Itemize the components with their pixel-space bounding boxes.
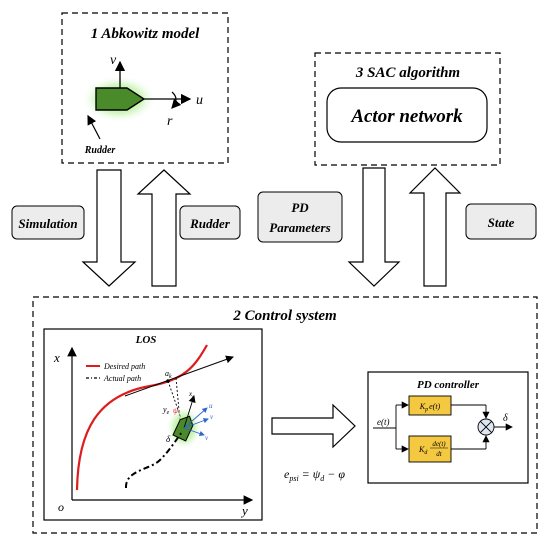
label-delta: δ xyxy=(166,434,171,444)
label-parameters-text: Parameters xyxy=(269,220,330,235)
pd-output-label: δ xyxy=(503,413,508,424)
pd-input-label: e(t) xyxy=(377,417,390,427)
label-simulation-text: Simulation xyxy=(18,216,77,231)
axis-v-label: v xyxy=(110,53,117,68)
label-u: u xyxy=(209,402,213,410)
axis-u-label: u xyxy=(196,93,203,108)
label-ak: ak xyxy=(165,369,172,380)
summing-junction-icon xyxy=(477,418,495,436)
pd-controller-panel: PD controller e(t) Kpe(t) Kd de(t) dt xyxy=(367,371,529,484)
pd-controller-title: PD controller xyxy=(417,379,480,391)
desired-path xyxy=(75,344,208,491)
los-title: LOS xyxy=(135,334,157,346)
kp-block xyxy=(408,395,452,416)
kd-numerator: de(t) xyxy=(432,440,446,448)
los-plot-panel: LOS x y o Desired path Actual path ak ye xyxy=(43,328,263,521)
label-xe: xe xyxy=(188,390,195,400)
label-v: v xyxy=(205,434,209,442)
sac-title: 3 SAC algorithm xyxy=(355,65,460,81)
los-x-label: x xyxy=(53,350,60,365)
label-pd-parameters: PD Parameters xyxy=(257,191,343,243)
control-system-box: 2 Control system xyxy=(32,296,538,534)
block-arrow-state-up xyxy=(408,167,462,287)
block-arrow-rudder-up xyxy=(136,169,192,287)
label-ye: ye xyxy=(162,405,170,416)
kd-block xyxy=(408,435,452,463)
block-arrow-simulation-down xyxy=(81,169,137,287)
label-vs: v xyxy=(210,413,214,421)
kd-denominator: dt xyxy=(436,450,443,458)
label-pd-text: PD xyxy=(291,200,309,215)
error-formula: epsi = ψd − φ xyxy=(284,467,345,483)
block-arrow-to-pd xyxy=(271,403,356,449)
label-psi: ψ xyxy=(173,406,179,415)
block-arrow-pd-params-down xyxy=(347,167,401,287)
legend-actual: Actual path xyxy=(103,374,141,383)
label-simulation: Simulation xyxy=(11,205,85,240)
abkowitz-model-box: 1 Abkowitz model v u r Rudder xyxy=(61,12,229,164)
axis-r-label: r xyxy=(167,114,173,129)
label-state-text: State xyxy=(488,215,515,230)
vessel-shape xyxy=(95,87,146,111)
los-origin-label: o xyxy=(58,500,64,514)
control-title: 2 Control system xyxy=(232,308,336,324)
label-state: State xyxy=(465,203,537,240)
actor-network-block xyxy=(326,87,488,143)
legend-desired: Desired path xyxy=(103,362,145,371)
rudder-label: Rudder xyxy=(84,145,116,156)
kp-block-label: Kpe(t) xyxy=(419,402,441,413)
yaw-arc-icon xyxy=(171,91,182,109)
los-y-label: y xyxy=(240,503,248,518)
los-vessel-shape xyxy=(172,415,194,442)
sac-algorithm-box: 3 SAC algorithm Actor network xyxy=(314,52,501,166)
label-rudder-text: Rudder xyxy=(189,216,231,231)
kd-gain-label: Kd xyxy=(418,445,428,456)
actual-path xyxy=(124,431,183,489)
abkowitz-title: 1 Abkowitz model xyxy=(91,26,200,42)
label-rudder: Rudder xyxy=(179,205,241,240)
actor-network-label: Actor network xyxy=(350,106,463,127)
